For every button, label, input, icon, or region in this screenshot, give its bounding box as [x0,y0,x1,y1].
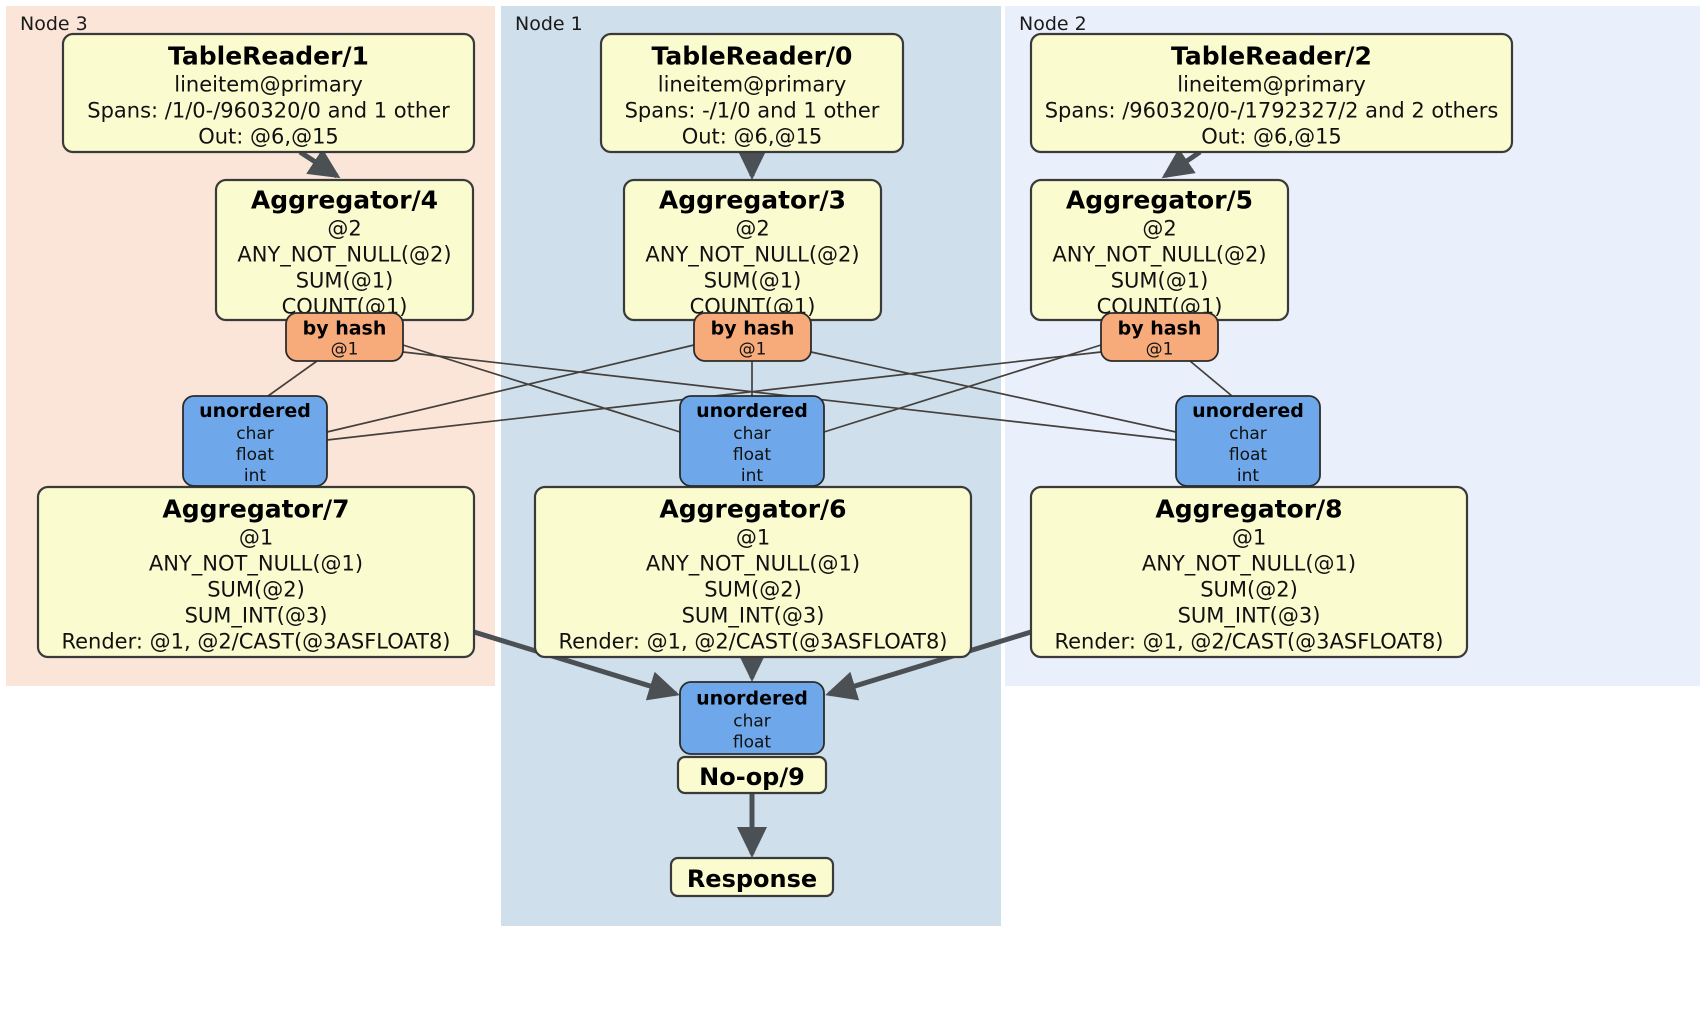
unordered-router-line: float [733,733,772,753]
processor-line: SUM(@2) [704,578,802,602]
processor-line: Out: @6,@15 [682,125,823,149]
processor-title: Aggregator/6 [659,495,846,524]
processor-line: lineitem@primary [174,73,363,97]
processor-aggregator4[interactable]: Aggregator/4@2ANY_NOT_NULL(@2)SUM(@1)COU… [214,178,475,322]
unordered-router-title: unordered [1192,400,1304,422]
unordered-router-line: float [1229,445,1268,465]
hash-router-title: by hash [303,318,387,340]
processor-line: SUM(@1) [1111,269,1209,293]
unordered-router-line: float [236,445,275,465]
processor-line: ANY_NOT_NULL(@2) [645,243,859,268]
processor-aggregator3[interactable]: Aggregator/3@2ANY_NOT_NULL(@2)SUM(@1)COU… [622,178,883,322]
edge-byhash5-to-unordered8 [1189,360,1233,397]
unordered-router-line: int [1237,466,1259,486]
hash-router-title: by hash [711,318,795,340]
processor-line: Out: @6,@15 [1201,125,1342,149]
processor-title: TableReader/1 [168,42,369,71]
hash-router-byhash3[interactable]: by hash@1 [693,312,812,362]
terminal-response[interactable]: Response [669,856,835,898]
unordered-router-line: int [741,466,763,486]
unordered-router-line: int [244,466,266,486]
panel-label: Node 3 [20,13,88,35]
processor-line: @1 [736,526,770,550]
edge-tablereader2-to-aggregator5 [1161,148,1202,179]
terminal-title: Response [687,865,817,893]
processor-line: Spans: -/1/0 and 1 other [625,99,880,123]
unordered-router-line: char [733,424,771,444]
processor-line: ANY_NOT_NULL(@2) [237,243,451,268]
processor-line: SUM(@2) [207,578,305,602]
edge-aggregator8-to-unordered9 [825,629,1032,701]
processor-line: @1 [1232,526,1266,550]
processor-line: Render: @1, @2/CAST(@3ASFLOAT8) [61,630,450,654]
processor-title: TableReader/2 [1171,42,1372,71]
unordered-router-line: char [733,712,771,732]
processor-line: ANY_NOT_NULL(@1) [646,552,860,577]
processor-line: lineitem@primary [658,73,847,97]
edge-byhash5-to-unordered6 [823,344,1102,433]
processor-line: SUM(@1) [704,269,802,293]
edge-byhash4-to-unordered6 [402,344,681,433]
edge-byhash4-to-unordered7 [267,360,318,397]
processor-title: Aggregator/3 [659,186,846,215]
panel-label: Node 2 [1019,13,1087,35]
processor-line: ANY_NOT_NULL(@1) [1142,552,1356,577]
unordered-router-line: float [733,445,772,465]
processor-line: @1 [239,526,273,550]
hash-router-line: @1 [331,340,359,360]
processor-line: SUM_INT(@3) [682,604,825,629]
processor-aggregator8[interactable]: Aggregator/8@1ANY_NOT_NULL(@1)SUM(@2)SUM… [1029,485,1469,659]
hash-router-title: by hash [1118,318,1202,340]
processor-line: SUM_INT(@3) [185,604,328,629]
hash-router-line: @1 [739,340,767,360]
processor-title: Aggregator/7 [162,495,349,524]
processor-line: Spans: /1/0-/960320/0 and 1 other [87,99,450,123]
processor-aggregator7[interactable]: Aggregator/7@1ANY_NOT_NULL(@1)SUM(@2)SUM… [36,485,476,659]
unordered-router-title: unordered [696,688,808,710]
processor-line: SUM(@2) [1200,578,1298,602]
processor-title: TableReader/0 [652,42,853,71]
edge-aggregator7-to-unordered9 [473,629,680,701]
edge-byhash3-to-unordered7 [326,344,695,433]
unordered-router-line: char [236,424,274,444]
panel-label: Node 1 [515,13,583,35]
processor-line: @2 [735,217,769,241]
terminal-noop9[interactable]: No-op/9 [676,755,828,795]
processor-line: SUM_INT(@3) [1178,604,1321,629]
hash-router-line: @1 [1146,340,1174,360]
unordered-router-line: char [1229,424,1267,444]
processor-aggregator5[interactable]: Aggregator/5@2ANY_NOT_NULL(@2)SUM(@1)COU… [1029,178,1290,322]
processor-line: @2 [1142,217,1176,241]
processor-line: ANY_NOT_NULL(@2) [1052,243,1266,268]
processor-line: @2 [327,217,361,241]
processor-line: ANY_NOT_NULL(@1) [149,552,363,577]
processor-line: Out: @6,@15 [198,125,339,149]
edge-tablereader1-to-aggregator4 [298,148,341,179]
unordered-router-title: unordered [199,400,311,422]
processor-line: Render: @1, @2/CAST(@3ASFLOAT8) [558,630,947,654]
edge-byhash3-to-unordered8 [810,351,1177,433]
hash-router-byhash4[interactable]: by hash@1 [285,312,404,362]
processor-line: Render: @1, @2/CAST(@3ASFLOAT8) [1054,630,1443,654]
processor-title: Aggregator/5 [1066,186,1253,215]
terminal-title: No-op/9 [699,763,805,791]
processor-line: SUM(@1) [296,269,394,293]
unordered-router-title: unordered [696,400,808,422]
processor-line: Spans: /960320/0-/1792327/2 and 2 others [1045,99,1499,123]
processor-aggregator6[interactable]: Aggregator/6@1ANY_NOT_NULL(@1)SUM(@2)SUM… [533,485,973,659]
processor-title: Aggregator/8 [1155,495,1342,524]
processor-line: lineitem@primary [1177,73,1366,97]
hash-router-byhash5[interactable]: by hash@1 [1100,312,1219,362]
processor-title: Aggregator/4 [251,186,438,215]
